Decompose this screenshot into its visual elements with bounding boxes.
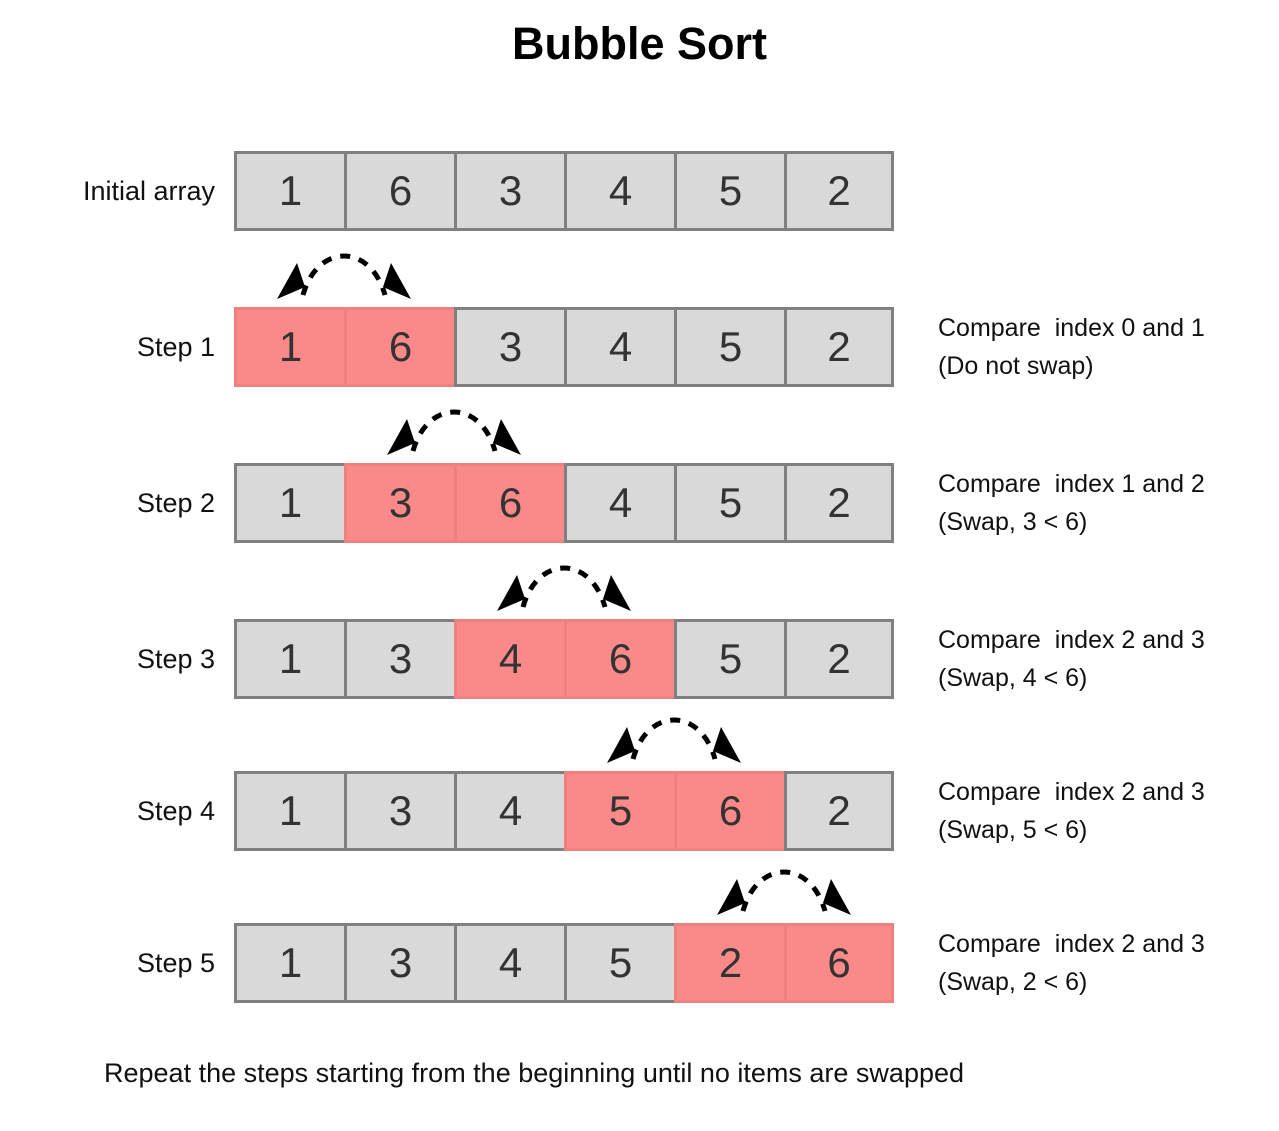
step-note: Compare index 2 and 3 (Swap, 2 < 6) [938,925,1278,1001]
array-cell[interactable]: 6 [674,771,784,851]
array-cell[interactable]: 1 [234,923,344,1003]
swap-arrow [387,409,521,455]
step-note: Compare index 1 and 2 (Swap, 3 < 6) [938,465,1278,541]
row-label: Step 3 [136,644,215,674]
array-cell[interactable]: 1 [234,151,344,231]
array-cell[interactable]: 2 [784,151,894,231]
step-note-line1: Compare index 1 and 2 [938,470,1205,498]
swap-arrow [277,253,411,299]
swap-arrow [717,869,851,915]
step-note-line1: Compare index 2 and 3 [938,930,1205,958]
step-note-line1: Compare index 0 and 1 [938,314,1205,342]
array-cell[interactable]: 2 [674,923,784,1003]
arrowhead-left [277,263,305,299]
array-cell[interactable]: 2 [784,463,894,543]
step-note: Compare index 2 and 3 (Swap, 5 < 6) [938,773,1278,849]
array-cell[interactable]: 3 [454,151,564,231]
step-note: Compare index 2 and 3 (Swap, 4 < 6) [938,621,1278,697]
arrowhead-right [493,419,521,455]
array-cell[interactable]: 5 [674,619,784,699]
array-cell[interactable]: 6 [344,307,454,387]
page-title: Bubble Sort [512,18,767,69]
array-cell[interactable]: 1 [234,307,344,387]
array-cell[interactable]: 5 [674,463,784,543]
arrowhead-left [387,419,415,455]
step-note-line2: (Swap, 2 < 6) [938,968,1088,996]
arrowhead-left [607,727,635,763]
arrowhead-left [497,575,525,611]
arrowhead-left [717,879,745,915]
array-cell[interactable]: 3 [344,771,454,851]
row-label: Step 1 [136,332,215,362]
array-cell[interactable]: 3 [454,307,564,387]
array-cell[interactable]: 3 [344,923,454,1003]
array-cell[interactable]: 4 [454,923,564,1003]
array-cell[interactable]: 4 [454,619,564,699]
row-label: Step 4 [136,796,215,826]
array-cell[interactable]: 5 [674,151,784,231]
swap-arrow [497,565,631,611]
array-cell[interactable]: 6 [454,463,564,543]
array-cell[interactable]: 1 [234,463,344,543]
step-note: Compare index 0 and 1 (Do not swap) [938,309,1278,385]
array-cell[interactable]: 6 [564,619,674,699]
array-cell[interactable]: 5 [674,307,784,387]
arrowhead-right [383,263,411,299]
array-cell[interactable]: 4 [564,151,674,231]
array-cell[interactable]: 3 [344,463,454,543]
row-label: Initial array [82,176,215,206]
array-cell[interactable]: 4 [564,307,674,387]
step-note-line1: Compare index 2 and 3 [938,626,1205,654]
footer-caption: Repeat the steps starting from the begin… [104,1058,965,1088]
step-note-line2: (Swap, 4 < 6) [938,664,1088,692]
array-cell[interactable]: 4 [564,463,674,543]
row-label: Step 5 [136,948,215,978]
row-label: Step 2 [136,488,215,518]
array-cell[interactable]: 6 [344,151,454,231]
array-cell[interactable]: 2 [784,619,894,699]
swap-arrow [607,717,741,763]
array-cell[interactable]: 3 [344,619,454,699]
step-note-line1: Compare index 2 and 3 [938,778,1205,806]
arrowhead-right [603,575,631,611]
array-cell[interactable]: 6 [784,923,894,1003]
step-note-line2: (Swap, 3 < 6) [938,508,1088,536]
array-cell[interactable]: 4 [454,771,564,851]
array-cell[interactable]: 5 [564,771,674,851]
array-cell[interactable]: 5 [564,923,674,1003]
array-cell[interactable]: 2 [784,307,894,387]
arrowhead-right [823,879,851,915]
array-cell[interactable]: 1 [234,771,344,851]
step-note-line2: (Swap, 5 < 6) [938,816,1088,844]
arrowhead-right [713,727,741,763]
array-cell[interactable]: 2 [784,771,894,851]
array-cell[interactable]: 1 [234,619,344,699]
step-note-line2: (Do not swap) [938,352,1094,380]
